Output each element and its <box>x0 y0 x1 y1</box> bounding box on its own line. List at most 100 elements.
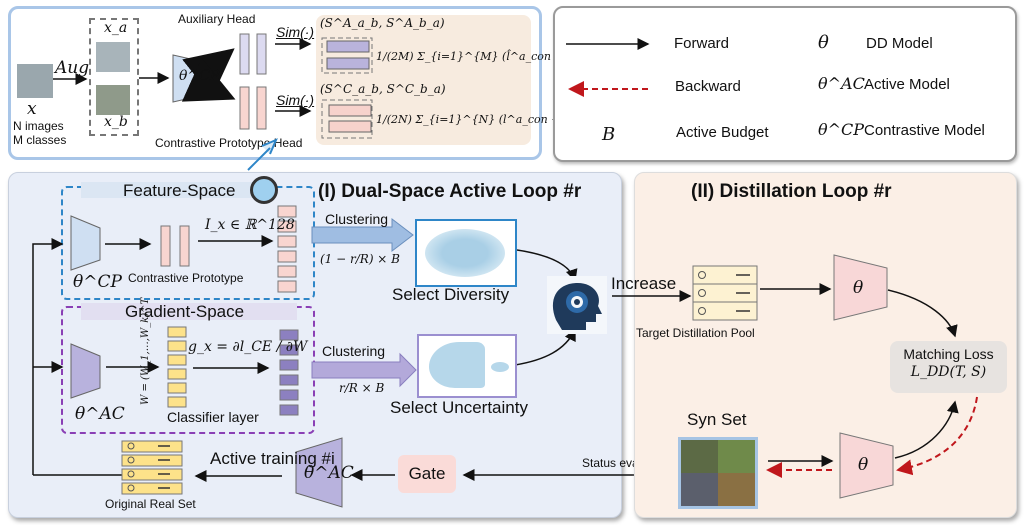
active-model-shape <box>295 437 343 508</box>
gradient-formula: g_x = ∂l_CE / ∂W <box>188 339 308 355</box>
aux-score-group <box>321 37 373 74</box>
proto-head-block-1 <box>239 86 250 130</box>
dd-model-top-shape <box>833 254 888 321</box>
view-b-image <box>96 85 130 115</box>
auxiliary-head-label: Auxiliary Head <box>178 12 256 26</box>
proto-score-group <box>321 99 373 139</box>
gradient-space-title: Gradient-Space <box>125 302 245 321</box>
cp-encoder-label: θ^CP <box>179 68 220 84</box>
active-model-label: θ^AC <box>304 463 354 483</box>
select-uncertainty-caption: Select Uncertainty <box>390 398 528 417</box>
loop-two-title: (II) Distillation Loop #r <box>691 181 892 202</box>
view-b-label: x_b <box>104 114 128 130</box>
proto-block-1 <box>160 225 171 267</box>
matching-loss-box: Matching Loss L_DD(T, S) <box>890 341 1007 393</box>
aux-score-bar-1 <box>326 40 370 53</box>
loop-one-title: (I) Dual-Space Active Loop #r <box>318 181 582 202</box>
dd-model-top-label: θ <box>853 278 864 298</box>
original-real-set-caption: Original Real Set <box>105 497 196 511</box>
proto-head-block-2 <box>256 86 267 130</box>
syn-image-4 <box>718 473 755 506</box>
dd-model-bottom-shape <box>839 432 894 499</box>
dataset-classes: M classes <box>13 133 67 147</box>
matching-loss-title: Matching Loss <box>903 346 994 362</box>
legend-dd-label: DD Model <box>866 35 933 52</box>
syn-image-2 <box>718 440 755 473</box>
proto-score-bar-1 <box>328 104 372 117</box>
gradient-encoder-label: θ^AC <box>75 404 125 424</box>
view-a-label: x_a <box>104 20 128 36</box>
legend-forward-label: Forward <box>674 35 730 52</box>
original-real-set-icon <box>121 440 183 495</box>
syn-image-3 <box>681 473 718 506</box>
legend-cp-symbol: θ^CP <box>818 120 865 139</box>
dataset-description: N images M classes <box>13 119 66 147</box>
diversity-clustering-label: Clustering <box>325 211 389 227</box>
active-training-label: Active training #i <box>210 449 335 468</box>
aux-sim-label: Sim(·) <box>276 24 315 40</box>
zoom-to-top-arrow <box>247 138 278 171</box>
gradient-stack <box>279 329 299 416</box>
legend-panel <box>553 6 1017 162</box>
input-label: x <box>27 99 37 119</box>
increase-label: Increase <box>611 274 677 293</box>
selector-brain-icon <box>547 276 607 334</box>
diversity-point-cloud <box>425 229 505 277</box>
dd-to-loss-arrow <box>887 289 958 338</box>
diversity-clustering-arrow <box>311 217 414 253</box>
input-image <box>17 64 53 98</box>
legend-ac-label: Active Model <box>864 76 950 93</box>
feedback-to-feature-line <box>32 238 64 475</box>
dataset-images: N images <box>13 119 64 133</box>
feature-space-title: Feature-Space <box>123 181 236 200</box>
gate-node: Gate <box>398 455 456 493</box>
legend-cp-label: Contrastive Model <box>864 122 985 139</box>
legend-dd-symbol: θ <box>818 32 829 53</box>
augmented-views-group <box>89 18 139 136</box>
proto-scores: (S^C_a_b, S^C_b_a) <box>320 82 446 96</box>
ac-encoder-shape-loop <box>70 343 101 399</box>
uncertainty-clustering-arrow <box>311 352 417 388</box>
view-a-image <box>96 42 130 72</box>
syn-image-1 <box>681 440 718 473</box>
feature-space-title-bar <box>81 182 271 198</box>
loss-backward-arrow <box>896 396 978 476</box>
aux-head-block-1 <box>239 33 250 75</box>
dd-to-loss-forward-arrow <box>894 400 959 459</box>
proto-block-2 <box>179 225 190 267</box>
uncertainty-point-cloud <box>429 342 485 388</box>
cp-encoder-shape-loop <box>70 215 101 271</box>
legend-backward-label: Backward <box>675 78 741 95</box>
magnifier-icon <box>250 176 278 204</box>
target-distillation-pool-caption: Target Distillation Pool <box>636 326 755 340</box>
uncertainty-to-selector-arrow <box>514 328 576 366</box>
proto-score-bar-2 <box>328 120 372 133</box>
matching-loss-formula: L_DD(T, S) <box>910 364 987 380</box>
aux-head-block-2 <box>256 33 267 75</box>
diversity-budget-label: (1 − r/R) × B <box>320 252 400 266</box>
legend-budget-label: Active Budget <box>676 124 769 141</box>
aux-scores: (S^A_a_b, S^A_b_a) <box>320 16 445 30</box>
status-eval-label: Status eval <box>582 456 642 470</box>
aux-score-bar-2 <box>326 57 370 70</box>
legend-ac-symbol: θ^AC <box>818 74 865 93</box>
uncertainty-budget-label: r/R × B <box>339 381 385 395</box>
target-distillation-pool-icon <box>692 265 758 321</box>
uncertainty-scatter-plot <box>417 334 517 398</box>
syn-set-label: Syn Set <box>687 410 747 429</box>
diversity-scatter-plot <box>415 219 517 287</box>
contrastive-prototype-caption: Contrastive Prototype <box>128 271 244 285</box>
classifier-layer-caption: Classifier layer <box>167 409 259 425</box>
proto-branch-arrow <box>181 57 236 102</box>
classifier-weight-stack <box>167 326 187 408</box>
select-diversity-caption: Select Diversity <box>392 285 510 304</box>
embedding-stack <box>277 205 297 293</box>
diversity-to-selector-arrow <box>516 249 578 282</box>
uncertainty-point-cluster <box>491 362 509 372</box>
dd-model-bottom-label: θ <box>858 455 869 475</box>
legend-budget-symbol: B <box>602 124 616 145</box>
